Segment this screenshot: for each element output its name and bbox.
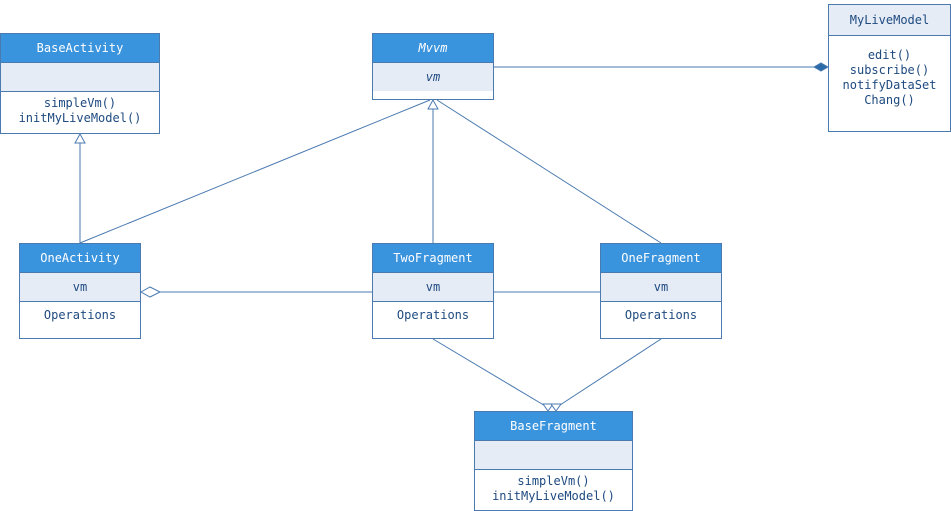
class-oneactivity[interactable]: OneActivity vm Operations — [19, 243, 141, 339]
class-name: BaseActivity — [36, 41, 124, 55]
class-operations: edit() subscribe() notifyDataSet Chang() — [829, 35, 950, 108]
operation: Operations — [624, 308, 698, 322]
class-mvvm[interactable]: Mvvm vm — [372, 33, 494, 100]
operation: Operations — [396, 308, 470, 322]
inherit-arrowhead — [542, 403, 554, 412]
aggregation-diamond — [139, 286, 162, 298]
class-header: BaseFragment — [475, 412, 632, 440]
operation: Chang() — [864, 93, 915, 107]
class-name: TwoFragment — [393, 251, 473, 265]
operation: simpleVm() — [517, 474, 590, 488]
class-onefragment[interactable]: OneFragment vm Operations — [600, 243, 722, 339]
edge-onefragment-mvvm — [436, 99, 662, 244]
class-name: MyLiveModel — [849, 13, 930, 27]
class-attributes: vm — [20, 272, 140, 301]
class-baseactivity[interactable]: BaseActivity simpleVm() initMyLiveModel(… — [0, 33, 160, 134]
operation: initMyLiveModel() — [492, 489, 615, 503]
class-operations: simpleVm() initMyLiveModel() — [475, 469, 632, 504]
class-header: BaseActivity — [1, 34, 159, 62]
inherit-arrowhead — [427, 98, 439, 110]
class-operations: simpleVm() initMyLiveModel() — [1, 91, 159, 126]
attribute: vm — [653, 280, 669, 294]
attribute: vm — [72, 280, 88, 294]
class-header: OneActivity — [20, 244, 140, 272]
edge-oneactivity-mvvm — [79, 99, 431, 244]
class-operations: Operations — [20, 301, 140, 323]
operation: simpleVm() — [43, 96, 117, 110]
inherit-arrowhead — [74, 132, 86, 144]
edge-twofragment-basefragment — [432, 338, 548, 408]
class-attributes: vm — [601, 272, 721, 301]
operation: initMyLiveModel() — [18, 111, 142, 125]
operation: edit() — [867, 48, 912, 62]
class-operations: Operations — [601, 301, 721, 323]
class-mylivemodel[interactable]: MyLiveModel edit() subscribe() notifyDat… — [828, 4, 951, 132]
class-attributes: vm — [373, 272, 493, 301]
class-attributes — [1, 62, 159, 91]
operation: Operations — [43, 308, 117, 322]
class-header: MyLiveModel — [829, 5, 950, 35]
class-header: OneFragment — [601, 244, 721, 272]
class-attributes — [475, 440, 632, 469]
attribute: vm — [425, 280, 441, 294]
class-name: Mvvm — [418, 41, 448, 55]
class-header: Mvvm — [373, 34, 493, 62]
class-operations: Operations — [373, 301, 493, 323]
edge-onefragment-basefragment — [556, 338, 662, 408]
inherit-arrowhead — [550, 403, 562, 412]
class-name: OneActivity — [40, 251, 120, 265]
class-name: BaseFragment — [510, 419, 597, 433]
class-name: OneFragment — [621, 251, 701, 265]
class-twofragment[interactable]: TwoFragment vm Operations — [372, 243, 494, 339]
operation: subscribe() — [849, 63, 930, 77]
class-attributes: vm — [373, 62, 493, 91]
attribute: vm — [425, 70, 441, 84]
class-header: TwoFragment — [373, 244, 493, 272]
class-basefragment[interactable]: BaseFragment simpleVm() initMyLiveModel(… — [474, 411, 633, 511]
composition-diamond — [812, 62, 830, 72]
operation: notifyDataSet — [842, 78, 937, 92]
